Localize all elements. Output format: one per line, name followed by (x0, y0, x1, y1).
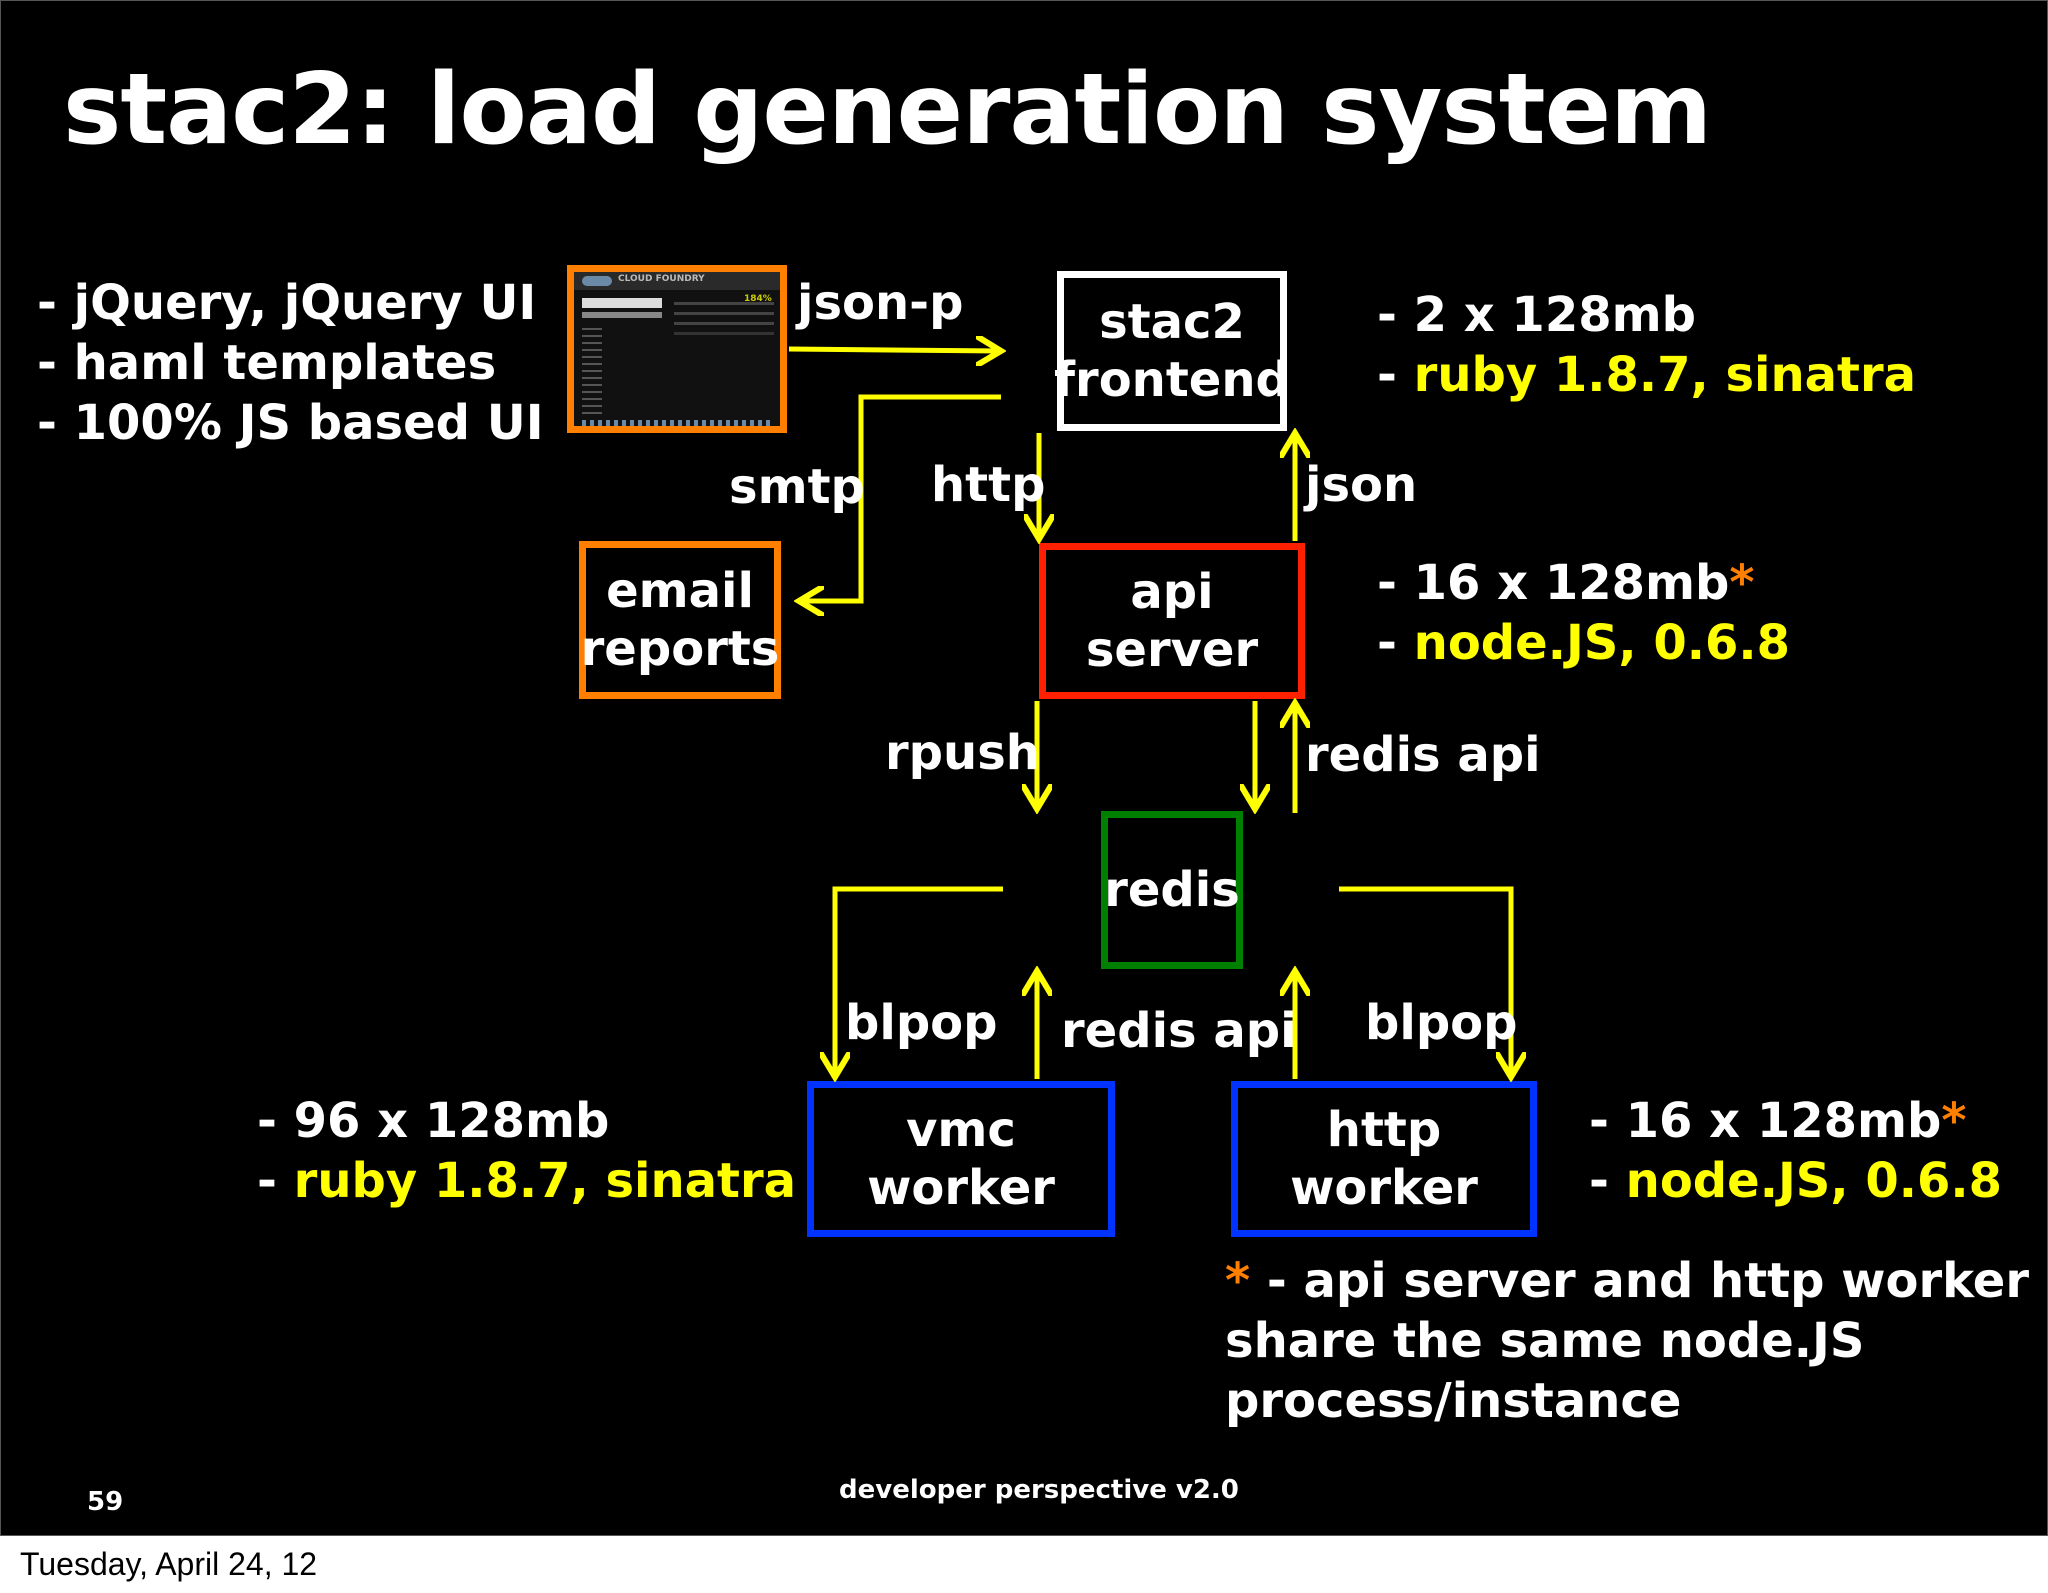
redis-box: redis (1101, 811, 1243, 969)
bullet-item: - haml templates (37, 335, 497, 391)
blpop-left-arrow (835, 886, 1003, 1077)
json-label: json (1305, 457, 1418, 513)
http-spec-runtime: node.JS, 0.6.8 (1625, 1153, 2002, 1209)
api-spec-runtime: node.JS, 0.6.8 (1413, 615, 1790, 671)
vmc-spec-runtime: ruby 1.8.7, sinatra (293, 1153, 797, 1209)
vmc-specs: - 96 x 128mb - ruby 1.8.7, sinatra (257, 1091, 796, 1211)
vmc-worker-box: vmc worker (807, 1081, 1115, 1237)
frontend-specs: - 2 x 128mb - ruby 1.8.7, sinatra (1377, 285, 1916, 405)
email-label-line1: email (606, 563, 754, 619)
spec-dash: - (1589, 1153, 1626, 1209)
footnote-asterisk: * (1225, 1253, 1251, 1309)
jsonp-arrow (788, 349, 1001, 351)
footnote-line3: process/instance (1225, 1373, 1682, 1429)
footnote-line2: share the same node.JS (1225, 1313, 1865, 1369)
frontend-spec-memory: - 2 x 128mb (1377, 287, 1696, 343)
spec-dash: - (257, 1153, 294, 1209)
slide: stac2: load generation system - jQuery, … (0, 0, 2048, 1536)
asterisk-marker: * (1941, 1093, 1967, 1149)
footnote-line1: - api server and http worker (1250, 1253, 2030, 1309)
blpop-right-label: blpop (1365, 995, 1518, 1051)
connector-arrows (788, 1, 2048, 1537)
api-server-box: api server (1039, 543, 1305, 699)
blpop-right-arrow (1339, 886, 1511, 1077)
frontend-spec-runtime: ruby 1.8.7, sinatra (1413, 347, 1917, 403)
http-worker-label: http worker (1290, 1102, 1478, 1216)
bullet-item: - 100% JS based UI (37, 395, 544, 451)
http-specs: - 16 x 128mb* - node.JS, 0.6.8 (1589, 1091, 2002, 1211)
email-label-line2: reports (580, 621, 780, 677)
spec-dash: - (1377, 347, 1414, 403)
spec-dash: - (1377, 615, 1414, 671)
api-spec-memory: - 16 x 128mb (1377, 555, 1730, 611)
redis-label: redis (1104, 862, 1240, 918)
bullet-item: - jQuery, jQuery UI (37, 275, 537, 331)
page-number: 59 (87, 1487, 124, 1517)
redis-api-top-label: redis api (1305, 727, 1541, 783)
redis-api-bottom-label: redis api (1061, 1003, 1297, 1059)
slide-footer: developer perspective v2.0 (839, 1475, 1239, 1505)
api-specs: - 16 x 128mb* - node.JS, 0.6.8 (1377, 553, 1790, 673)
ui-thumbnail: CLOUD FOUNDRY 184% (567, 265, 787, 433)
rpush-label: rpush (885, 725, 1040, 781)
vmc-spec-memory: - 96 x 128mb (257, 1093, 610, 1149)
thumbnail-header: CLOUD FOUNDRY (618, 274, 705, 284)
api-server-label: api server (1085, 564, 1259, 678)
blpop-left-label: blpop (845, 995, 998, 1051)
thumbnail-badge: 184% (744, 294, 772, 304)
slide-title: stac2: load generation system (63, 53, 1712, 167)
bullet-list: - jQuery, jQuery UI - haml templates - 1… (37, 273, 544, 453)
frontend-label-line1: stac2 (1099, 294, 1245, 350)
smtp-label: smtp (729, 459, 865, 515)
vmc-worker-label: vmc worker (867, 1102, 1055, 1216)
asterisk-marker: * (1729, 555, 1755, 611)
footnote: * - api server and http worker share the… (1225, 1251, 2029, 1431)
http-worker-box: http worker (1231, 1081, 1537, 1237)
smtp-arrow (799, 394, 1001, 601)
jsonp-label: json-p (797, 275, 964, 331)
frontend-label-line2: frontend (1054, 352, 1290, 408)
http-label: http (931, 457, 1046, 513)
print-date: Tuesday, April 24, 12 (20, 1546, 318, 1582)
http-spec-memory: - 16 x 128mb (1589, 1093, 1942, 1149)
